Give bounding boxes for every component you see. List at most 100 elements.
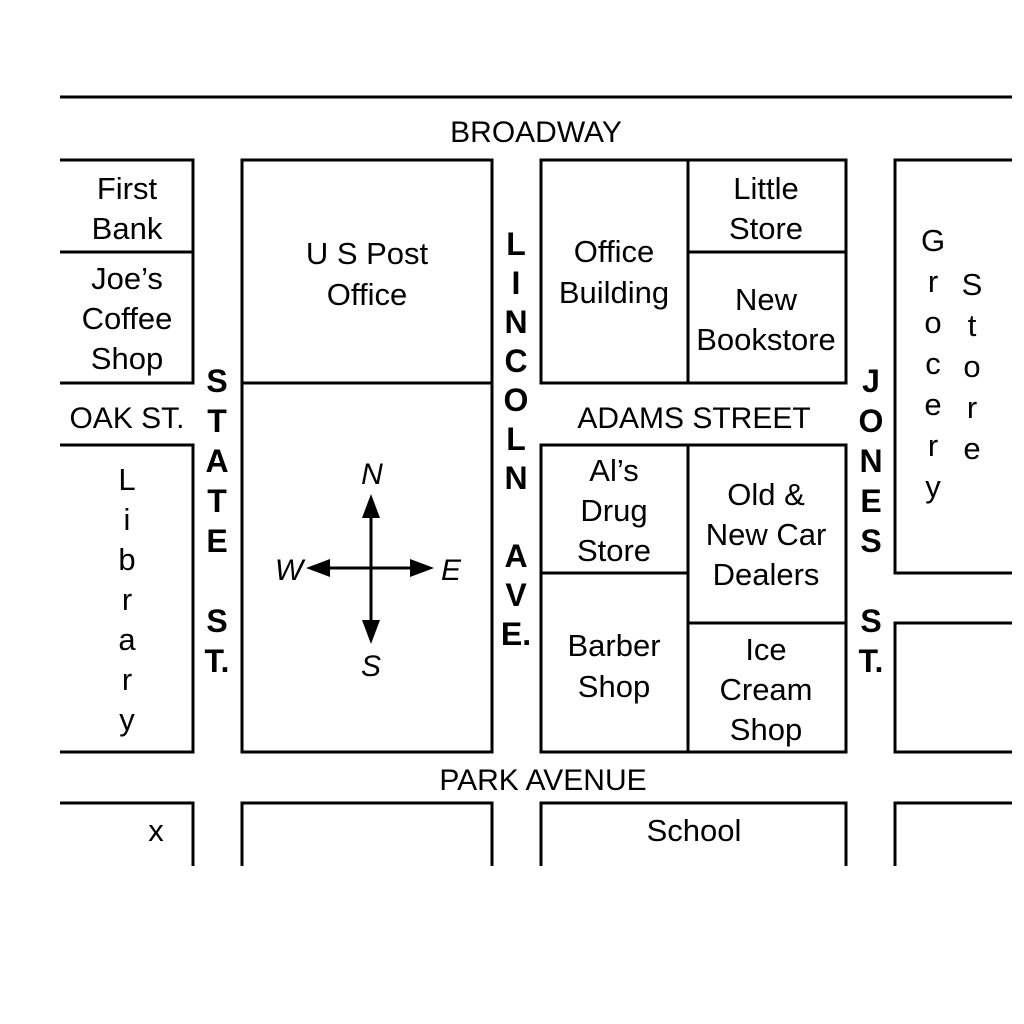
label-letter: T <box>207 483 227 519</box>
label-letter: G <box>921 223 945 258</box>
west-arrowhead <box>306 559 330 577</box>
compass-e: E <box>441 554 462 587</box>
label-letter: J <box>862 363 880 399</box>
label-letter: N <box>504 304 527 340</box>
label-letter: b <box>118 542 135 577</box>
label-letter: e <box>924 387 941 422</box>
label-line: Bookstore <box>696 322 836 357</box>
label-letter: e <box>963 431 980 466</box>
label-letter: E <box>860 483 881 519</box>
label-letter: C <box>504 343 527 379</box>
north-arrowhead <box>362 494 380 518</box>
label-line: Old & <box>727 477 805 512</box>
label-line: New Car <box>706 517 827 552</box>
block-drug-store <box>539 443 848 754</box>
label-letter: a <box>118 622 136 657</box>
label-letter: r <box>122 582 132 617</box>
compass-rose: N S W E <box>275 458 462 683</box>
label-line: Little <box>733 171 798 206</box>
label-letter: y <box>925 469 941 504</box>
label-line: U S Post <box>306 236 429 271</box>
south-arrowhead <box>362 620 380 644</box>
label-letter: N <box>859 443 882 479</box>
label-line: Office <box>574 234 654 269</box>
street-adams: ADAMS STREET <box>577 402 810 435</box>
place-school: School <box>647 813 742 848</box>
label-letter: E <box>206 523 227 559</box>
label-letter: O <box>859 403 884 439</box>
label-line: Building <box>559 275 669 310</box>
label-line: Dealers <box>713 557 820 592</box>
label-line: Drug <box>580 493 647 528</box>
label-letter: i <box>124 502 131 537</box>
label-letter: o <box>924 305 941 340</box>
compass-s: S <box>361 650 381 683</box>
label-line: Joe’s <box>91 261 163 296</box>
label-letter: t <box>968 308 977 343</box>
label-letter: S <box>962 267 983 302</box>
label-letter: c <box>925 346 941 381</box>
label-line: Office <box>327 277 407 312</box>
label-letter: S <box>860 523 881 559</box>
compass-w: W <box>275 554 306 587</box>
label-letter: y <box>119 702 135 737</box>
label-line: Al’s <box>589 453 638 488</box>
label-letter: r <box>122 662 132 697</box>
block-south-east <box>893 801 1012 866</box>
label-line: New <box>735 282 798 317</box>
label-line: First <box>97 171 158 206</box>
label-letter: V <box>505 577 527 613</box>
label-line: Barber <box>567 628 660 663</box>
block-grocery-store <box>893 158 1012 575</box>
compass-n: N <box>361 458 383 491</box>
label-letter: T. <box>859 643 884 679</box>
label-line: Coffee <box>82 301 173 336</box>
label-letter: r <box>967 390 977 425</box>
label-line: Store <box>577 533 651 568</box>
block-south-2 <box>240 801 494 866</box>
label-letter: L <box>118 462 135 497</box>
label-letter: A <box>205 443 228 479</box>
street-oak: OAK ST. <box>69 402 184 435</box>
label-letter: S <box>206 603 227 639</box>
label-letter: I <box>512 265 521 301</box>
label-letter: r <box>928 428 938 463</box>
label-letter: o <box>963 349 980 384</box>
label-line: Store <box>729 211 803 246</box>
street-park: PARK AVENUE <box>439 764 646 797</box>
block-post-office <box>240 158 494 754</box>
label-letter: T <box>207 403 227 439</box>
block-east-lower <box>893 621 1012 754</box>
label-line: Cream <box>719 672 812 707</box>
east-arrowhead <box>410 559 434 577</box>
label-line: Shop <box>730 712 802 747</box>
block-office-building <box>539 158 848 385</box>
block-x-marker <box>60 801 195 866</box>
label-letter: A <box>504 538 527 574</box>
label-letter: L <box>506 421 526 457</box>
street-broadway: BROADWAY <box>450 116 622 149</box>
label-letter: N <box>504 460 527 496</box>
label-line: Shop <box>91 341 163 376</box>
label-line: Shop <box>578 669 650 704</box>
label-line: Ice <box>745 632 786 667</box>
label-letter: r <box>928 264 938 299</box>
label-line: Bank <box>92 211 163 246</box>
label-letter: O <box>504 382 529 418</box>
x-marker: x <box>148 813 164 848</box>
